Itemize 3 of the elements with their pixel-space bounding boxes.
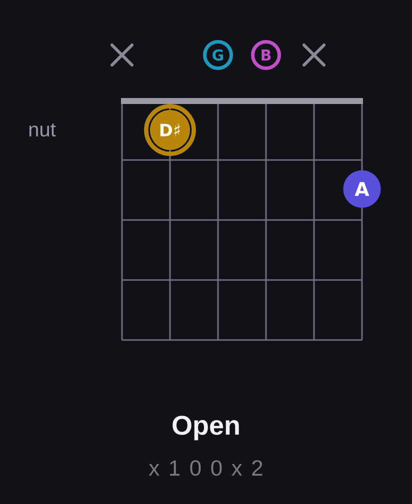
- chord-name: Open: [172, 416, 239, 440]
- side-label: nut: [29, 123, 56, 137]
- tab-notation: x 1 0 0 x 2: [148, 460, 262, 476]
